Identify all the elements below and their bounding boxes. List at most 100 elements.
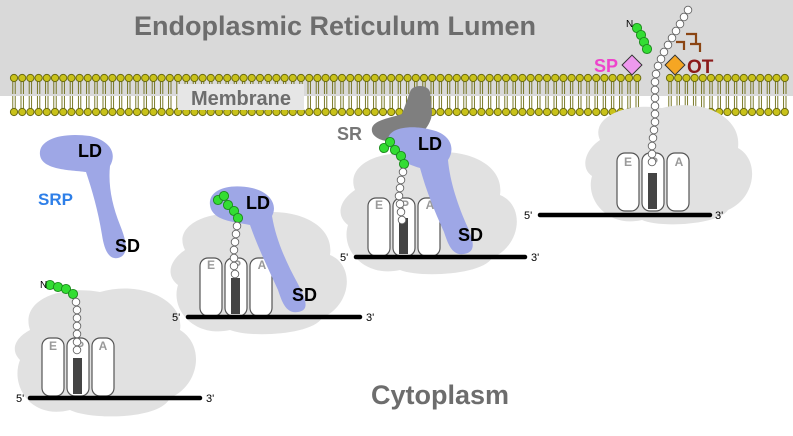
amino-acid-bead [230, 237, 240, 247]
lipid-head-inner [75, 95, 84, 117]
lipid-head-inner [83, 95, 92, 117]
lipid-head-inner [378, 95, 388, 117]
mrna-3prime-label: 3' [206, 393, 214, 405]
srp-ld-label: LD [246, 193, 270, 213]
free-srp: LD SD SRP [38, 134, 140, 259]
amino-acid-bead [650, 93, 660, 103]
lipid-head-inner [116, 95, 125, 117]
lipid-head-inner [600, 95, 609, 117]
nascent-chain [631, 5, 693, 167]
lipid-head-inner [354, 95, 363, 117]
mrna-3prime-label: 3' [366, 312, 374, 324]
site-a-label: A [426, 198, 435, 212]
lipid-head-inner [526, 95, 535, 117]
lipid-head-inner [50, 95, 60, 117]
ost-diamond [664, 54, 686, 76]
amino-acid-bead [229, 245, 239, 255]
nascent-chain [44, 279, 82, 355]
membrane-label: Membrane [191, 88, 291, 110]
lipid-head-inner [42, 95, 51, 117]
signal-peptide-bead [67, 288, 79, 300]
lipid-head-inner [100, 95, 109, 117]
amino-acid-bead [659, 47, 669, 57]
amino-acid-bead [647, 141, 657, 151]
nascent-chain [212, 190, 244, 279]
amino-acid-bead [653, 61, 663, 71]
lipid-head-inner [9, 95, 19, 117]
srp-sd-label: SD [115, 236, 140, 256]
site-e-label: E [207, 258, 215, 272]
amino-acid-bead [229, 261, 239, 271]
amino-acid-bead [649, 125, 659, 135]
mrna-5prime-label: 5' [16, 393, 24, 405]
signal-peptide-bead [60, 283, 72, 295]
mrna-3prime-label: 3' [531, 252, 539, 264]
lipid-head-inner [756, 95, 765, 117]
amino-acid-bead [72, 321, 82, 331]
signal-peptide-bead [378, 142, 390, 154]
n-terminus-label: N [626, 19, 633, 30]
site-a-label: A [675, 155, 684, 169]
mrna-5prime-label: 5' [524, 210, 532, 222]
lipid-head-inner [534, 95, 543, 117]
lipid-head-inner [157, 95, 166, 117]
lipid-head-inner [124, 95, 133, 117]
lipid-head-inner [34, 95, 43, 117]
amino-acid-bead [230, 269, 240, 279]
lipid-head-inner [329, 95, 338, 117]
glycan-bracket [690, 42, 702, 52]
signal-peptide-bead [398, 158, 410, 170]
ribosome-stage-2: E P A 5' 3' LD SD [170, 186, 374, 335]
amino-acid-bead [232, 221, 242, 231]
site-a-label: A [258, 258, 267, 272]
srp-sd-label: SD [292, 285, 317, 305]
peptidyl-bar [231, 278, 240, 314]
srp-body [39, 134, 126, 259]
amino-acid-bead [650, 117, 660, 127]
lipid-head-inner [592, 95, 601, 117]
cytoplasm-title: Cytoplasm [371, 380, 509, 410]
amino-acid-bead [675, 19, 685, 29]
amino-acid-bead [650, 77, 660, 87]
amino-acid-bead [72, 337, 82, 347]
site-e-label: E [624, 155, 632, 169]
lipid-head-inner [731, 95, 740, 117]
lipid-head-inner [18, 95, 27, 117]
sp-label: SP [594, 56, 618, 76]
amino-acid-bead [398, 167, 408, 177]
lipid-head-inner [337, 95, 347, 117]
lipid-head-inner [723, 95, 732, 117]
membrane-label-bg [178, 84, 304, 110]
amino-acid-bead [683, 5, 693, 15]
lipid-head-inner [518, 95, 527, 117]
amino-acid-bead [647, 157, 657, 167]
srp-sd-label: SD [458, 225, 483, 245]
lipid-head-inner [305, 95, 314, 117]
signal-peptide-bead [232, 212, 244, 224]
amino-acid-bead [650, 101, 660, 111]
signal-peptide-bead [222, 199, 234, 211]
amino-acid-bead [663, 40, 673, 50]
signal-peptide-bead [384, 136, 396, 148]
lipid-head-inner [149, 95, 158, 117]
nascent-chain [378, 136, 410, 225]
amino-acid-bead [72, 305, 82, 315]
amino-acid-bead [396, 207, 406, 217]
mrna-5prime-label: 5' [172, 312, 180, 324]
amino-acid-bead [656, 54, 666, 64]
mrna-5prime-label: 5' [340, 252, 348, 264]
sr-label: SR [337, 124, 362, 144]
signal-peptidase-diamond [621, 54, 643, 76]
lipid-head-inner [313, 95, 322, 117]
amino-acid-bead [394, 191, 404, 201]
peptidyl-bar [399, 218, 408, 254]
signal-peptide-bead [389, 144, 401, 156]
lipid-head-inner [141, 95, 150, 117]
site-p-label: P [76, 339, 84, 353]
lipid-head-inner [67, 95, 76, 117]
lipid-head-inner [165, 95, 174, 117]
lipid-head-inner [501, 95, 511, 117]
amino-acid-bead [650, 85, 660, 95]
srp-ld-label: LD [418, 134, 442, 154]
amino-acid-bead [396, 175, 406, 185]
